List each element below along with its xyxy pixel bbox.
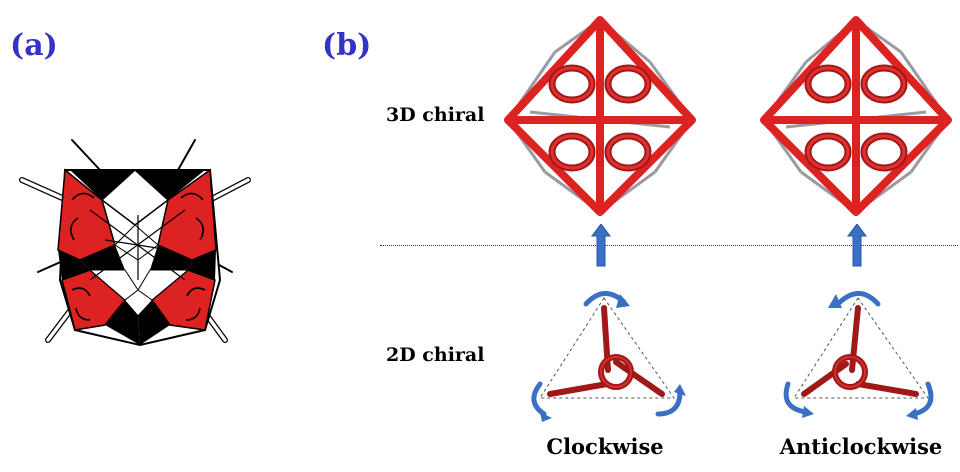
divider-line: [380, 245, 958, 246]
chiral-octahedron-icon: [504, 16, 696, 216]
up-arrow-icon: [847, 224, 867, 267]
row-label-2d: 2D chiral: [386, 344, 485, 366]
caption-clockwise: Clockwise: [546, 434, 664, 459]
caption-anticlockwise: Anticlockwise: [779, 434, 943, 459]
panel-label-a: (a): [10, 28, 58, 63]
row-label-3d: 3D chiral: [386, 104, 485, 126]
chiral-octahedron-icon: [760, 16, 952, 216]
panel-label-b: (b): [322, 28, 372, 63]
up-arrow-icon: [591, 224, 611, 267]
curved-arrow-icon: [783, 291, 934, 417]
chiral-triangle-icon: [531, 291, 686, 422]
chiral-cube-model-icon: [19, 139, 251, 347]
chiral-triangle-icon: [783, 291, 934, 420]
